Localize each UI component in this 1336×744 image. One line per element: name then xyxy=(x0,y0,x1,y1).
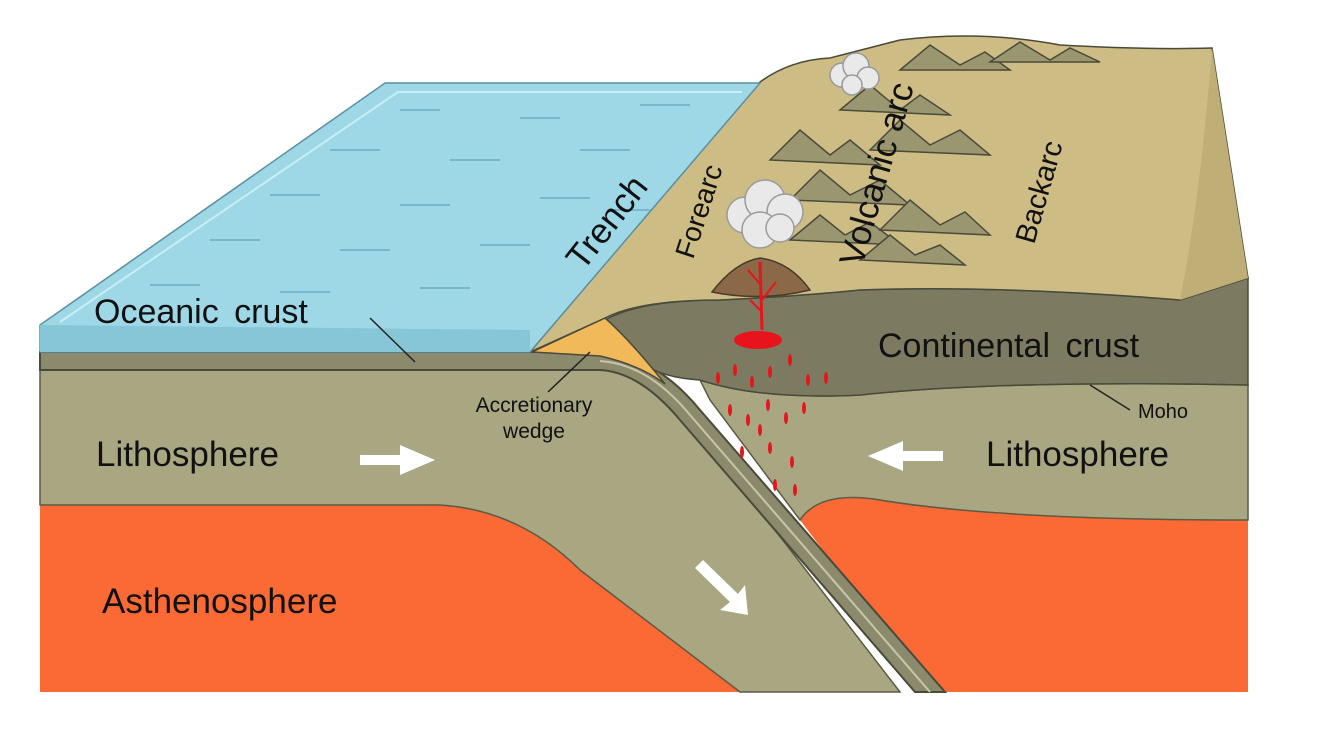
label-asthenosphere: Asthenosphere xyxy=(102,582,337,621)
label-continental-crust: Continental crust xyxy=(878,327,1140,365)
magma-droplets xyxy=(716,354,828,496)
land-side-face xyxy=(1180,48,1248,300)
label-oceanic-crust: Oceanic crust xyxy=(94,293,308,331)
ash-cloud-icon xyxy=(726,179,804,249)
moho-leader xyxy=(1089,384,1131,411)
accretionary-wedge xyxy=(531,317,666,385)
ocean-front-face xyxy=(40,325,530,352)
accretionary-leader xyxy=(547,351,591,393)
ocean-waves xyxy=(150,104,690,293)
slab-inner-line xyxy=(599,360,931,693)
asthenosphere-left xyxy=(40,505,740,692)
arrow-left-icon xyxy=(868,441,943,471)
label-lithosphere-left: Lithosphere xyxy=(96,435,279,474)
label-accretionary-line1: Accretionary xyxy=(476,394,593,417)
ash-cloud-small-icon xyxy=(829,52,880,96)
asthenosphere-right xyxy=(800,497,1248,692)
mountain-ridges xyxy=(768,41,1101,266)
oceanic-crust-leader xyxy=(369,317,416,363)
label-accretionary-line2: wedge xyxy=(502,420,565,443)
ocean-inner-edge xyxy=(59,91,742,323)
magma-conduit xyxy=(734,261,782,349)
arrow-right-icon xyxy=(360,445,435,475)
label-lithosphere-right: Lithosphere xyxy=(986,435,1169,474)
arrow-down-right-icon xyxy=(695,560,748,615)
label-moho: Moho xyxy=(1138,401,1188,423)
